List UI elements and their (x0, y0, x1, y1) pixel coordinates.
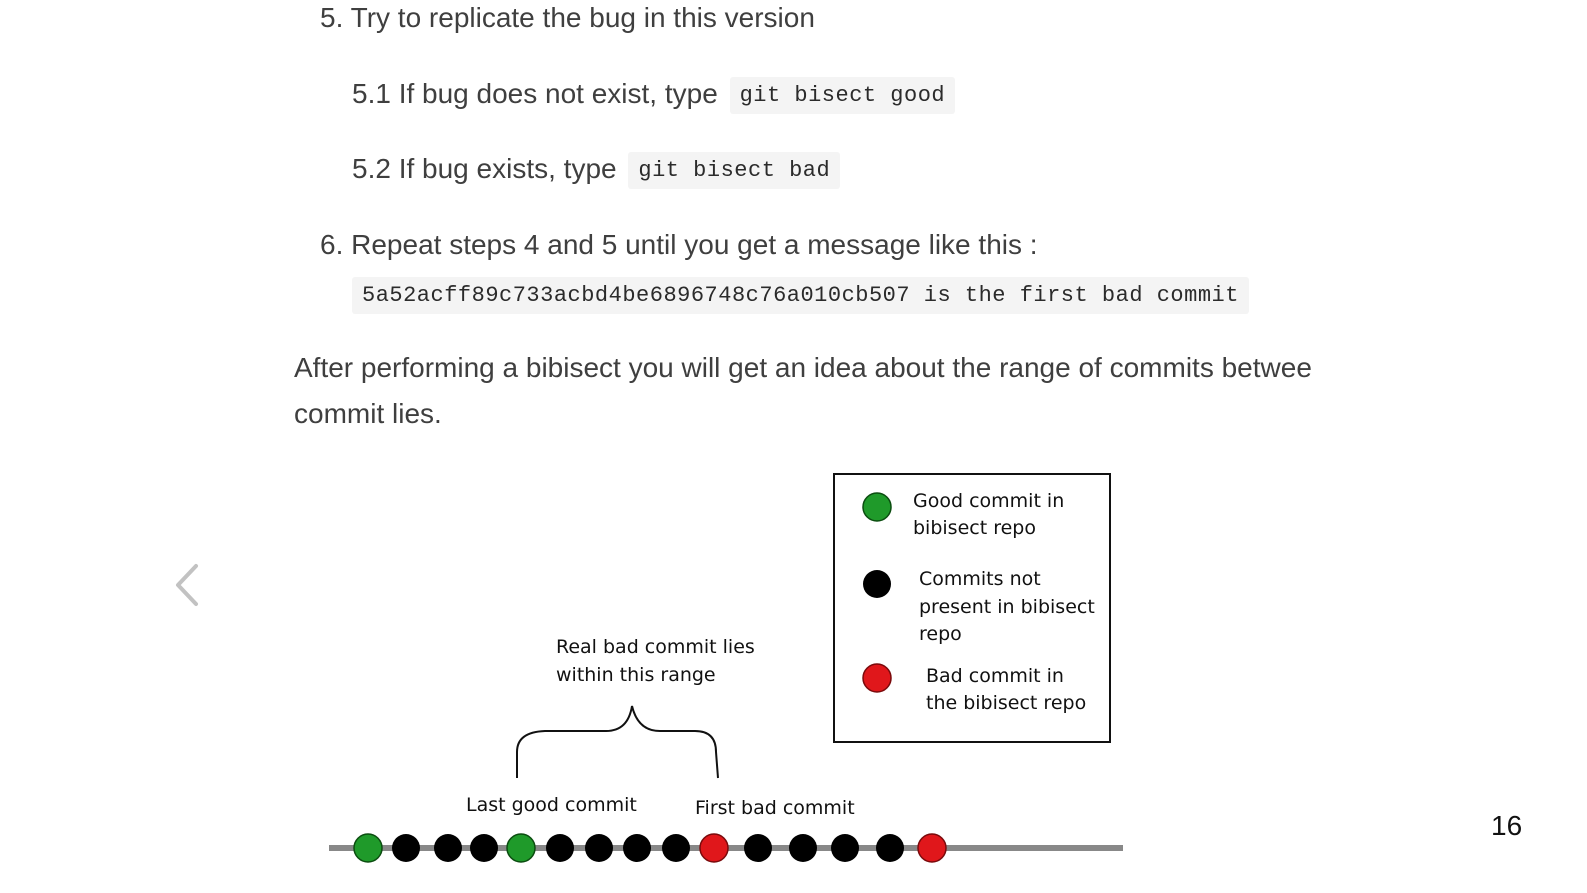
commit-dot-bad (917, 833, 947, 863)
commit-dot-bad (699, 833, 729, 863)
commit-dot-none (662, 834, 690, 862)
commit-dots (353, 833, 947, 863)
last-good-label: Last good commit (466, 794, 637, 816)
first-bad-label: First bad commit (695, 797, 855, 819)
legend-bad-dot (862, 663, 892, 693)
step-5-1: 5.1 If bug does not exist, type git bise… (352, 77, 956, 114)
legend-good-line1: Good commit in (913, 490, 1064, 512)
commit-dot-none (546, 834, 574, 862)
legend-notpresent-line1: Commits not (919, 568, 1041, 590)
step-5-2-text: 5.2 If bug exists, type (352, 153, 617, 184)
range-label-line1: Real bad commit lies (556, 636, 755, 658)
commit-dot-none (744, 834, 772, 862)
paragraph-line-2: commit lies. (294, 398, 442, 429)
step-5-2: 5.2 If bug exists, type git bisect bad (352, 152, 841, 189)
step-6: 6. Repeat steps 4 and 5 until you get a … (320, 229, 1038, 260)
step-5-1-text: 5.1 If bug does not exist, type (352, 78, 718, 109)
step-6-code-block: 5a52acff89c733acbd4be6896748c76a010cb507… (352, 277, 1249, 314)
commit-dot-none (876, 834, 904, 862)
legend-notpresent-line3: repo (919, 623, 962, 645)
commit-dot-none (392, 834, 420, 862)
legend-notpresent-line2: present in bibisect (919, 596, 1095, 618)
range-label-line2: within this range (556, 664, 716, 686)
page-number: 16 (1491, 810, 1523, 841)
commit-dot-none (585, 834, 613, 862)
legend-bad-line1: Bad commit in (926, 665, 1064, 687)
paragraph-line-1: After performing a bibisect you will get… (294, 352, 1312, 383)
legend-notpresent-dot (863, 570, 891, 598)
code-git-bisect-bad: git bisect bad (628, 152, 841, 189)
code-first-bad-commit: 5a52acff89c733acbd4be6896748c76a010cb507… (352, 277, 1249, 314)
legend-good-dot (862, 492, 892, 522)
commit-dot-none (623, 834, 651, 862)
commit-dot-none (434, 834, 462, 862)
commit-dot-none (831, 834, 859, 862)
step-5: 5. Try to replicate the bug in this vers… (320, 2, 815, 33)
range-brace (516, 705, 719, 779)
commit-dot-good (353, 833, 383, 863)
code-git-bisect-good: git bisect good (729, 77, 956, 114)
commit-dot-none (789, 834, 817, 862)
legend-bad-line2: the bibisect repo (926, 692, 1086, 714)
commit-dot-good (506, 833, 536, 863)
chevron-left-icon[interactable] (168, 550, 208, 634)
legend-good-line2: bibisect repo (913, 517, 1036, 539)
commit-dot-none (470, 834, 498, 862)
